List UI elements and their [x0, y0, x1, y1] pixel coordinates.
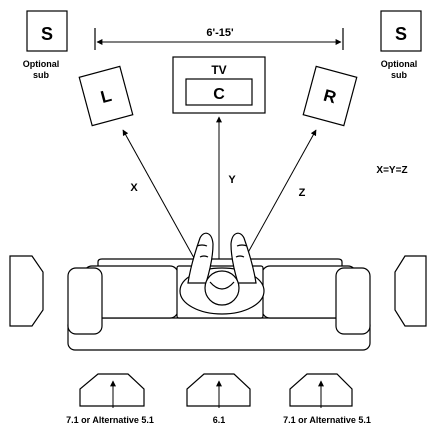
subwoofer-left: S	[26, 10, 68, 52]
subwoofer-left-label: S	[41, 24, 53, 44]
distance-label: 6'-15'	[206, 27, 234, 39]
line-y-label: Y	[228, 174, 236, 186]
tv-label: TV	[211, 63, 226, 77]
speaker-right: R	[302, 65, 358, 127]
distance-line-z	[244, 129, 317, 259]
line-x-label: X	[130, 182, 138, 194]
subwoofer-right: S	[380, 10, 422, 52]
distance-line-x	[122, 129, 195, 259]
speaker-left-label: L	[99, 86, 114, 107]
subwoofer-right-label: S	[395, 24, 407, 44]
subwoofer-left-caption-line1: Optional	[23, 59, 60, 69]
tv: TV C	[172, 56, 266, 114]
speaker-left: L	[78, 65, 134, 127]
surround-speaker-left	[9, 255, 44, 327]
surround-speaker-right	[394, 255, 427, 327]
distance-dimension: 6'-15'	[94, 27, 344, 50]
subwoofer-right-caption-line1: Optional	[381, 59, 418, 69]
rear-left-caption: 7.1 or Alternative 5.1	[66, 415, 154, 425]
center-speaker	[185, 78, 253, 106]
equation-label: X=Y=Z	[376, 165, 407, 176]
subwoofer-right-caption-line2: sub	[391, 70, 408, 80]
rear-center-caption: 6.1	[213, 415, 226, 425]
center-speaker-label: C	[213, 86, 225, 103]
rear-right-caption: 7.1 or Alternative 5.1	[283, 415, 371, 425]
line-z-label: Z	[299, 187, 306, 199]
rear-speaker-left	[79, 373, 145, 407]
subwoofer-left-caption-line2: sub	[33, 70, 50, 80]
listener	[179, 232, 265, 315]
speaker-right-label: R	[321, 86, 338, 108]
